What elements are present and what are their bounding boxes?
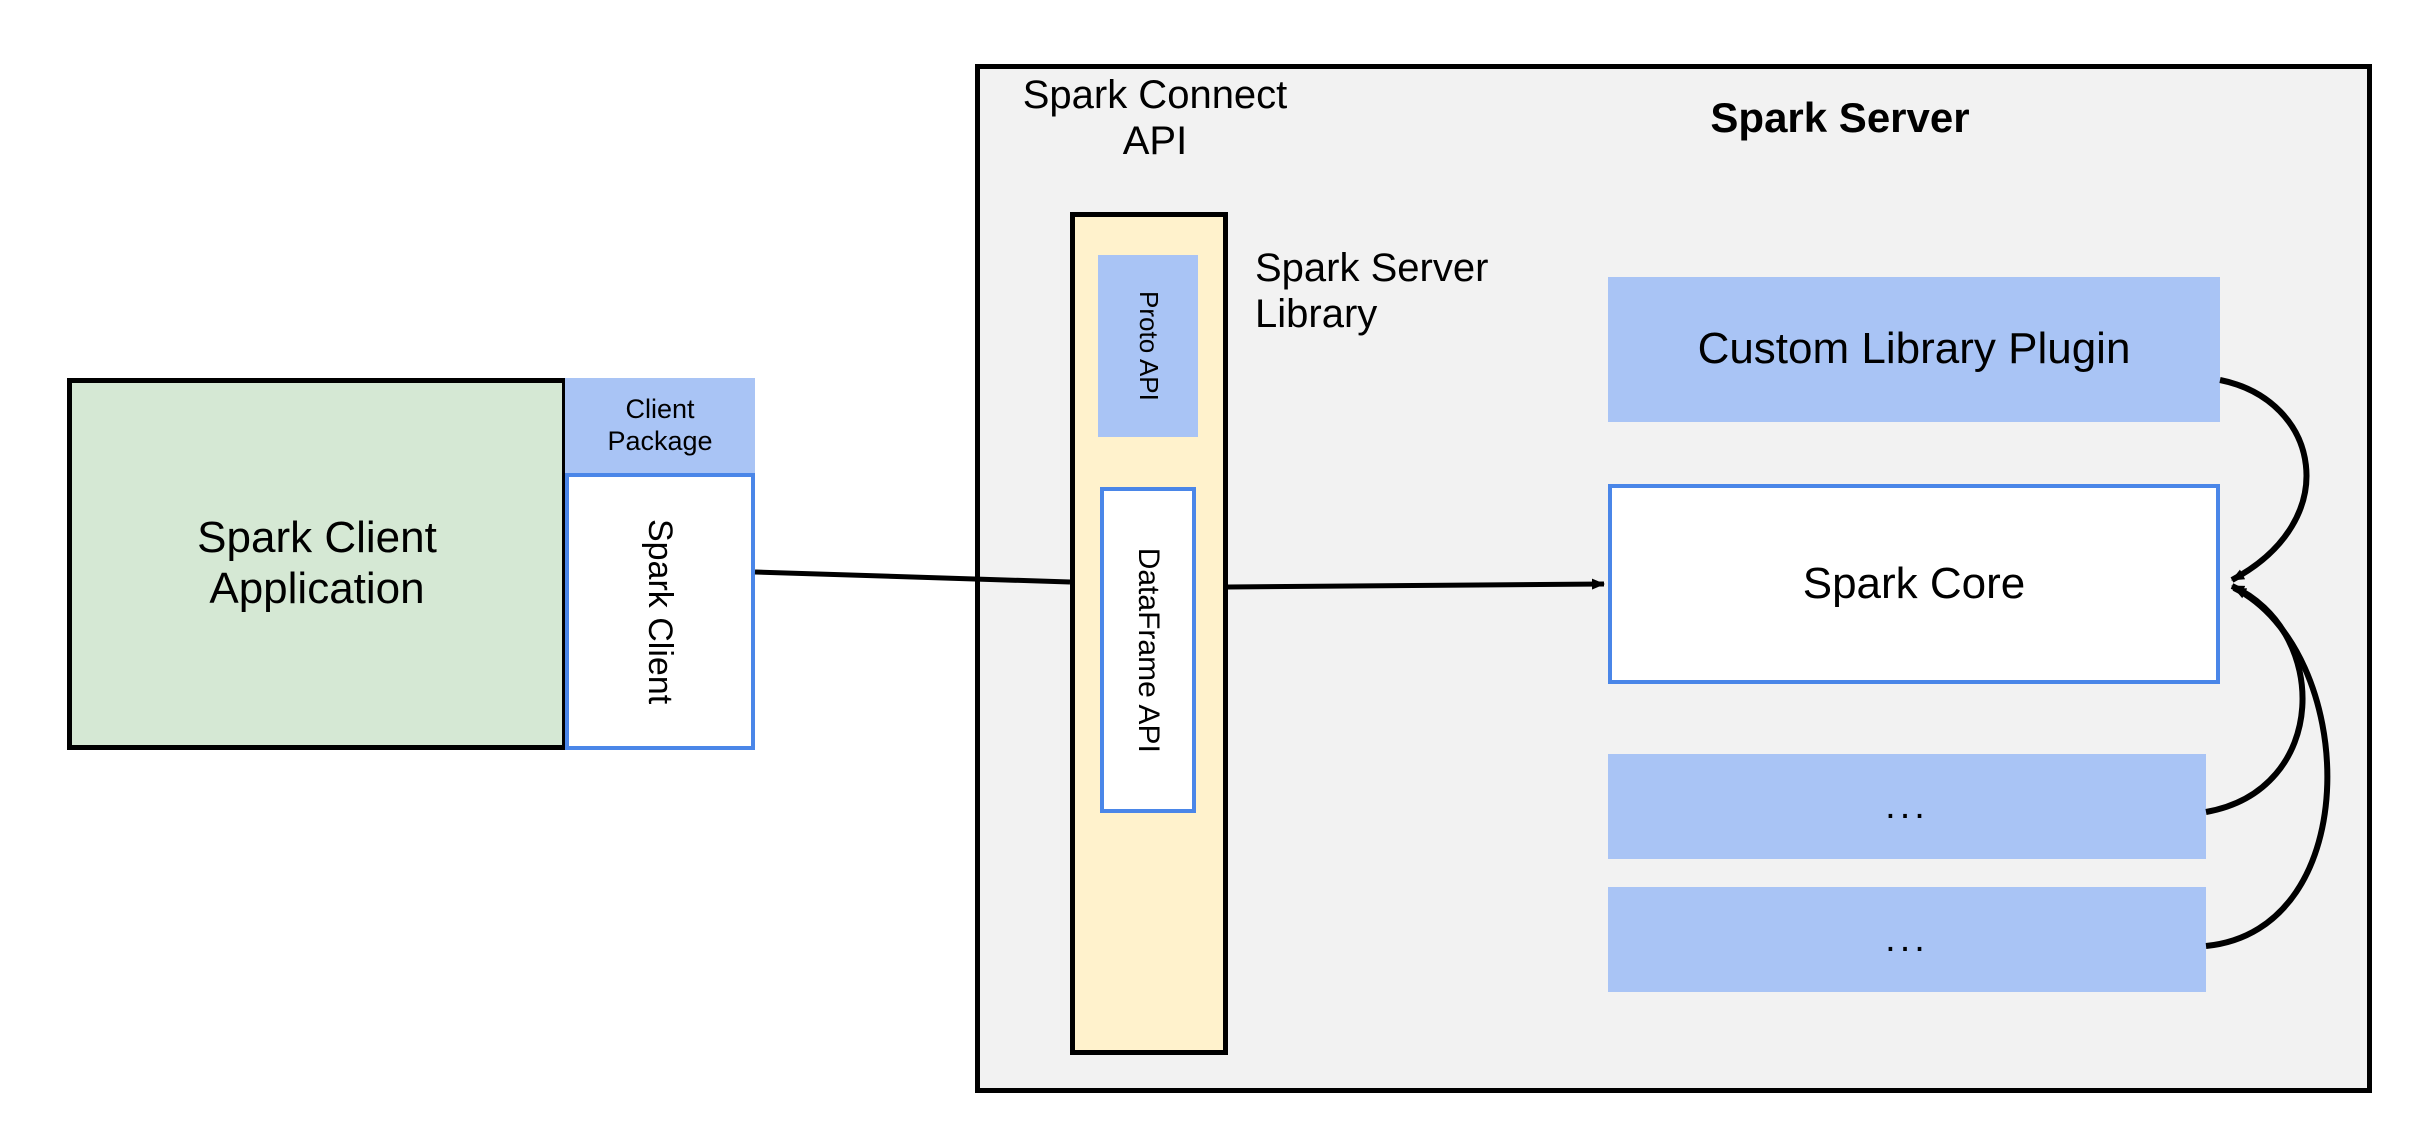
ellipsis-box-one[interactable]: ... [1608,754,2206,859]
spark-server-title: Spark Server [1710,93,1970,141]
spark-core-box[interactable]: Spark Core [1608,484,2220,684]
spark-server-library-line1: Spark Server [1255,246,1489,290]
client-package-box[interactable]: Client Package [565,378,755,473]
dataframe-api-box[interactable]: DataFrame API [1100,487,1196,813]
spark-connect-api-label: Spark Connect API [1010,68,1300,168]
proto-api-box[interactable]: Proto API [1098,255,1198,437]
spark-connect-api-line2: API [1122,119,1188,163]
client-package-line2: Package [607,425,713,456]
client-package-line1: Client [625,394,695,425]
ellipsis-two-label: ... [1885,917,1929,960]
spark-client-application-box[interactable]: Spark Client Application [67,378,567,750]
custom-library-plugin-label: Custom Library Plugin [1697,324,2131,374]
client-application-line2: Application [209,564,425,613]
spark-client-box[interactable]: Spark Client [565,473,755,750]
client-application-line1: Spark Client [197,513,437,563]
custom-library-plugin-box[interactable]: Custom Library Plugin [1608,277,2220,422]
spark-server-library-label: Spark Server Library [1255,245,1575,355]
ellipsis-box-two[interactable]: ... [1608,887,2206,992]
spark-server-library-line2: Library [1255,292,1378,336]
ellipsis-one-label: ... [1885,784,1929,827]
dataframe-api-label: DataFrame API [1132,547,1166,753]
spark-client-label: Spark Client [641,518,680,705]
spark-connect-api-line1: Spark Connect [1022,73,1288,117]
proto-api-label: Proto API [1133,291,1164,401]
spark-core-label: Spark Core [1802,558,2026,608]
